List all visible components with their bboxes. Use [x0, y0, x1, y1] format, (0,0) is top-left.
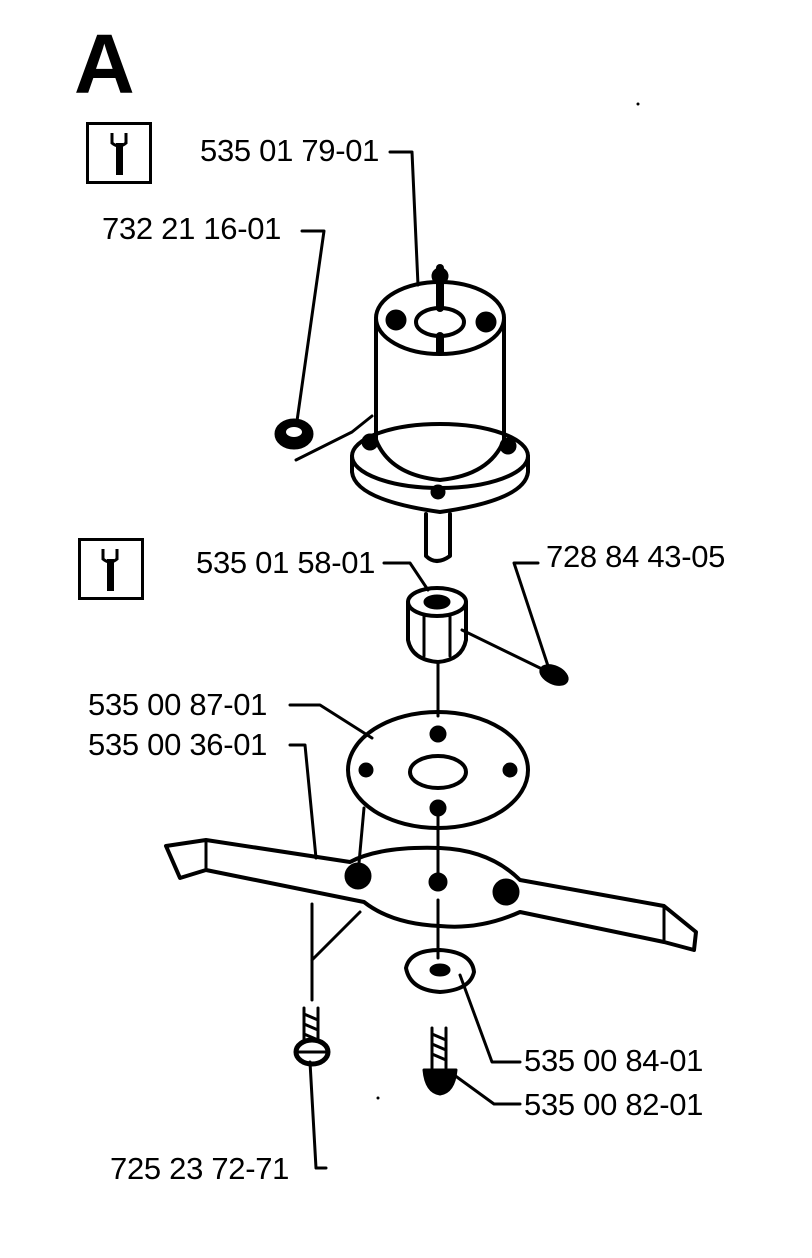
- wrench-icon: [110, 133, 128, 175]
- label-motor: 535 01 79-01: [200, 133, 380, 168]
- label-hub: 535 01 58-01: [196, 545, 376, 580]
- tool-indicator-hub: [78, 538, 144, 600]
- leader-center-screw: [448, 1070, 522, 1106]
- label-motor-screw: 732 21 16-01: [102, 211, 282, 246]
- washer: [404, 948, 476, 994]
- leader-blade: [288, 743, 318, 860]
- motor: [294, 264, 530, 563]
- hub: [406, 586, 542, 670]
- leader-washer: [458, 973, 522, 1064]
- leader-hub-screw: [512, 561, 552, 674]
- label-hub-screw: 728 84 43-05: [546, 539, 726, 574]
- motor-screw: [274, 418, 314, 450]
- blade: [164, 806, 698, 952]
- leader-blade-screw: [308, 1060, 328, 1170]
- tool-indicator-motor: [86, 122, 152, 184]
- section-heading: A: [74, 17, 135, 111]
- disc: [346, 710, 530, 830]
- label-center-screw: 535 00 82-01: [524, 1087, 704, 1122]
- wrench-icon: [101, 549, 119, 591]
- center-screw: [422, 1026, 458, 1096]
- hub-screw: [539, 664, 569, 686]
- label-blade: 535 00 36-01: [88, 727, 268, 762]
- leader-hub: [382, 561, 430, 592]
- blade-screw: [293, 902, 362, 1067]
- leader-disc: [288, 703, 374, 740]
- label-washer: 535 00 84-01: [524, 1043, 704, 1078]
- leader-motor: [388, 150, 420, 287]
- leader-lines: [288, 150, 552, 1170]
- label-disc: 535 00 87-01: [88, 687, 268, 722]
- leader-motor-screw: [294, 229, 326, 430]
- label-blade-screw: 725 23 72-71: [110, 1151, 290, 1186]
